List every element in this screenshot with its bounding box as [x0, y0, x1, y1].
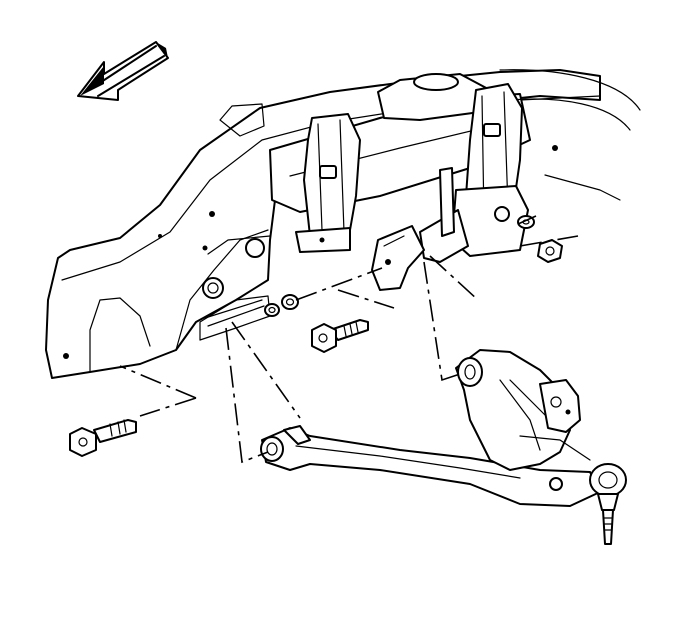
rear-bracket: [295, 113, 361, 253]
rear-bolt: [69, 419, 137, 457]
direction-arrow-icon: [77, 41, 169, 101]
center-mount-tab: [371, 167, 455, 291]
rear-nut: [517, 215, 563, 263]
front-bolt: [311, 319, 369, 353]
ball-joint: [589, 463, 627, 545]
alignment-lines: [119, 215, 579, 464]
front-washers: [264, 294, 299, 317]
lower-control-arm: [260, 349, 601, 507]
